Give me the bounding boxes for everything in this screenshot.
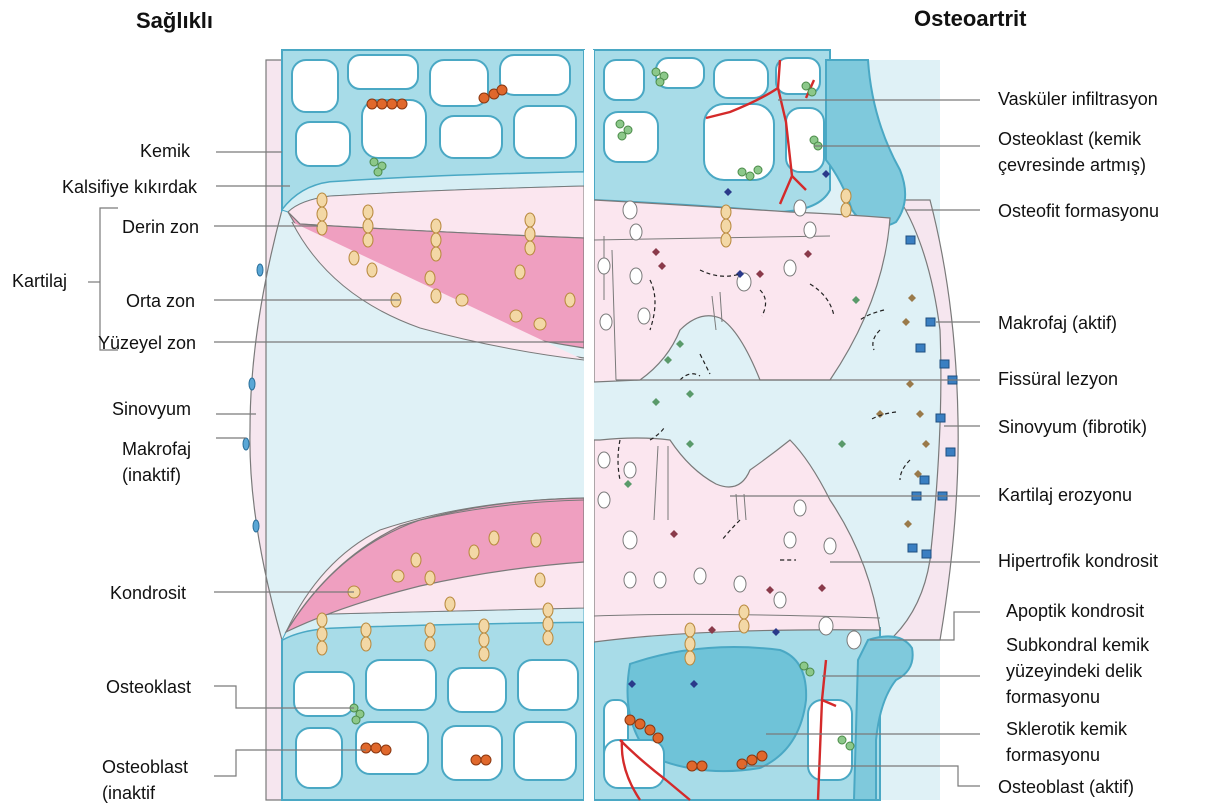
label-subchondral-2: yüzeyindeki delik (1006, 660, 1142, 682)
label-macrophage-active: Makrofaj (aktif) (998, 312, 1117, 334)
label-subchondral-1: Subkondral kemik (1006, 634, 1149, 656)
label-bone: Kemik (140, 140, 190, 162)
title-osteoarthritis: Osteoartrit (914, 6, 1026, 32)
label-superficial-zone: Yüzeyel zon (98, 332, 196, 354)
label-fissural-lesion: Fissüral lezyon (998, 368, 1118, 390)
oa-joint (584, 50, 958, 810)
label-deep-zone: Derin zon (122, 216, 199, 238)
label-vascular-infiltration: Vasküler infiltrasyon (998, 88, 1158, 110)
label-subchondral-3: formasyonu (1006, 686, 1100, 708)
label-osteoclast-right: Osteoklast (kemik (998, 128, 1141, 150)
label-osteoblast-left: Osteoblast (102, 756, 188, 778)
label-macrophage-inactive: Makrofaj (122, 438, 191, 460)
label-calcified-cartilage: Kalsifiye kıkırdak (62, 176, 197, 198)
label-hypertrophic-chondrocyte: Hipertrofik kondrosit (998, 550, 1158, 572)
label-middle-zone: Orta zon (126, 290, 195, 312)
label-apoptotic-chondrocyte: Apoptik kondrosit (1006, 600, 1144, 622)
label-osteoclast-right-2: çevresinde artmış) (998, 154, 1146, 176)
healthy-joint (243, 50, 584, 800)
label-synovium: Sinovyum (112, 398, 191, 420)
label-sclerotic-1: Sklerotik kemik (1006, 718, 1127, 740)
label-osteophyte: Osteofit formasyonu (998, 200, 1159, 222)
label-macrophage-inactive-2: (inaktif) (122, 464, 181, 486)
title-healthy: Sağlıklı (136, 8, 213, 34)
label-chondrocyte: Kondrosit (110, 582, 186, 604)
label-synovium-fibrotic: Sinovyum (fibrotik) (998, 416, 1147, 438)
label-sclerotic-2: formasyonu (1006, 744, 1100, 766)
label-cartilage-erosion: Kartilaj erozyonu (998, 484, 1132, 506)
label-osteoblast-active: Osteoblast (aktif) (998, 776, 1134, 798)
label-osteoclast-left: Osteoklast (106, 676, 191, 698)
label-cartilage: Kartilaj (12, 270, 67, 292)
label-osteoblast-left-2: (inaktif (102, 782, 155, 804)
